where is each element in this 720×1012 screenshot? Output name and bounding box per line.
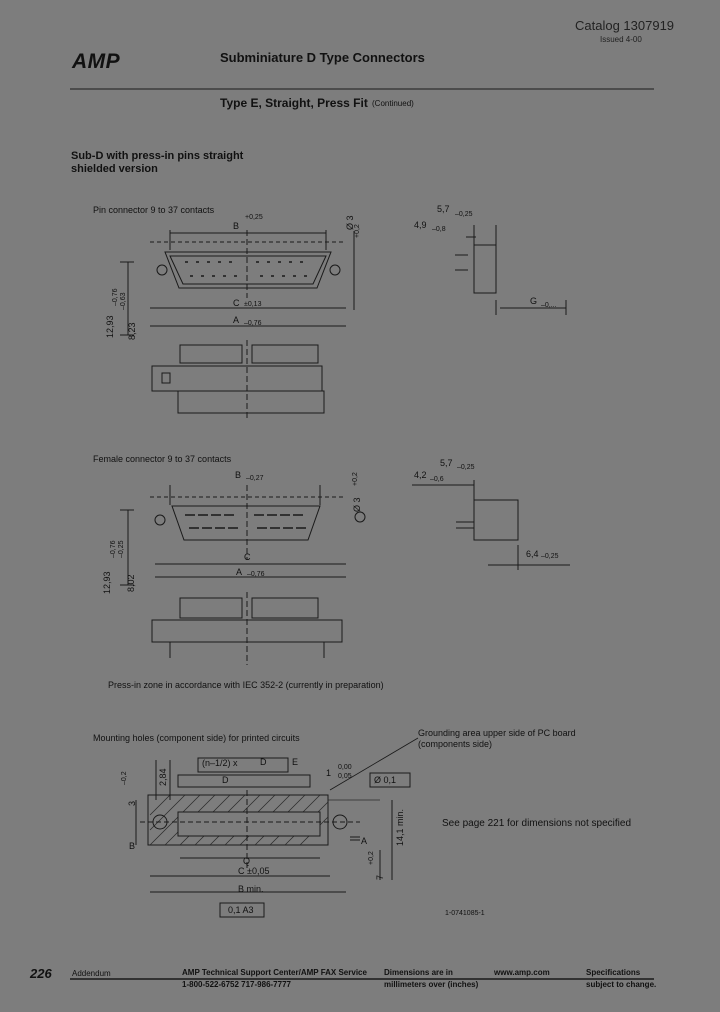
female-side-a-tol: –0,25 xyxy=(457,464,475,471)
pin-dim-b: B xyxy=(233,221,240,231)
drawing-number: 1-0741085-1 xyxy=(445,910,485,917)
mount-d-label: D xyxy=(260,757,267,767)
female-dim-h2-tol: –0,25 xyxy=(118,540,125,558)
pin-side-a: 5,7 xyxy=(437,204,450,214)
female-dim-c: C xyxy=(244,552,251,562)
pin-side-g-tol: –0,... xyxy=(541,302,557,309)
spec-note-1: Specifications xyxy=(586,968,641,977)
female-side-c-tol: –0,25 xyxy=(541,553,559,560)
grounding-label: Grounding area upper side of PC board xyxy=(418,728,576,738)
pin-side-b-tol: –0,8 xyxy=(432,226,446,233)
female-dim-h2: 8,02 xyxy=(126,574,136,592)
page-title: Subminiature D Type Connectors xyxy=(220,50,425,65)
website-link[interactable]: www.amp.com xyxy=(494,968,550,977)
issue-date: Issued 4-00 xyxy=(600,35,642,44)
section-note: (Continued) xyxy=(372,99,414,108)
female-dim-b-tol: –0,27 xyxy=(246,475,264,482)
addendum-label: Addendum xyxy=(72,969,111,978)
female-dim-h1: 12,93 xyxy=(102,571,112,594)
pin-dim-b-tol: +0,25 xyxy=(245,214,263,221)
mount-dim-7-tol: +0,2 xyxy=(368,851,375,865)
female-dim-b: B xyxy=(235,470,242,480)
mount-b-min: B min. xyxy=(238,884,264,894)
dimensions-note-2: millimeters over (inches) xyxy=(384,980,479,989)
mount-d-label-2: D xyxy=(222,775,229,785)
mount-tol-000: 0,00 xyxy=(338,764,352,771)
female-dim-a: A xyxy=(236,567,243,577)
female-dim-a-tol: –0,76 xyxy=(247,571,265,578)
mount-c-label: C ±0,05 xyxy=(238,866,270,876)
mount-tol-005: 0,05 xyxy=(338,773,352,780)
mount-dim-7: 7 xyxy=(375,874,385,880)
mount-q-label: Q xyxy=(243,856,251,866)
page-number: 226 xyxy=(30,966,52,981)
see-page-note: See page 221 for dimensions not specifie… xyxy=(442,818,632,829)
amp-logo: AMP xyxy=(72,50,121,73)
pin-side-g: G xyxy=(530,296,538,306)
grounding-label-2: (components side) xyxy=(418,739,493,749)
mount-dim-141: 14,1 min. xyxy=(395,808,405,846)
female-side-b: 4,2 xyxy=(414,470,427,480)
mount-tolerance-box: 0,1 A3 xyxy=(228,905,254,915)
intro-line-2: shielded version xyxy=(71,163,158,175)
pin-dim-hole-tol: +0,2 xyxy=(354,224,361,238)
pin-side-b: 4,9 xyxy=(414,220,427,230)
support-phones: 1-800-522-6752 717-986-7777 xyxy=(182,980,291,989)
mount-datum-a: A xyxy=(361,836,368,846)
mount-dim-284: 2,84 xyxy=(158,768,168,786)
female-side-b-tol: –0,6 xyxy=(430,476,444,483)
mount-datum-b: B xyxy=(129,841,136,851)
section-title: Type E, Straight, Press Fit xyxy=(220,96,368,110)
mount-dim-02: –0,2 xyxy=(121,771,128,785)
mounting-heading: Mounting holes (component side) for prin… xyxy=(93,733,300,743)
mount-dim-3: 3 xyxy=(127,800,137,806)
pin-dim-c: C xyxy=(233,298,240,308)
pin-dim-h2-tol: –0,63 xyxy=(120,292,127,310)
pin-dim-h1-tol: –0,76 xyxy=(112,288,119,306)
pin-dim-a: A xyxy=(233,315,240,325)
pin-dim-c-tol: ±0,13 xyxy=(244,301,262,308)
mount-position-tol: Ø 0,1 xyxy=(374,775,397,785)
dimensions-note-1: Dimensions are in xyxy=(384,968,453,977)
pin-side-a-tol: –0,25 xyxy=(455,211,473,218)
pin-dim-h1: 12,93 xyxy=(105,315,115,338)
support-label: AMP Technical Support Center/AMP FAX Ser… xyxy=(182,968,367,977)
press-in-note: Press-in zone in accordance with IEC 352… xyxy=(108,680,384,690)
intro-line-1: Sub-D with press-in pins straight xyxy=(71,150,244,162)
pin-dim-a-tol: –0,76 xyxy=(244,320,262,327)
female-side-a: 5,7 xyxy=(440,458,453,468)
spec-note-2: subject to change. xyxy=(586,980,657,989)
pin-connector-heading: Pin connector 9 to 37 contacts xyxy=(93,205,215,215)
mount-e-label: E xyxy=(292,757,299,767)
female-dim-hole-tol: +0,2 xyxy=(352,472,359,486)
female-dim-hole: Ø 3 xyxy=(352,497,362,512)
catalog-number: Catalog 1307919 xyxy=(575,18,675,33)
female-dim-h1-tol: –0,76 xyxy=(110,540,117,558)
formula-label: (n–1/2) x xyxy=(202,758,238,768)
female-side-c: 6,4 xyxy=(526,549,539,559)
mount-dim-1: 1 xyxy=(326,768,332,778)
female-connector-heading: Female connector 9 to 37 contacts xyxy=(93,454,232,464)
pin-dim-h2: 8,23 xyxy=(127,322,137,340)
